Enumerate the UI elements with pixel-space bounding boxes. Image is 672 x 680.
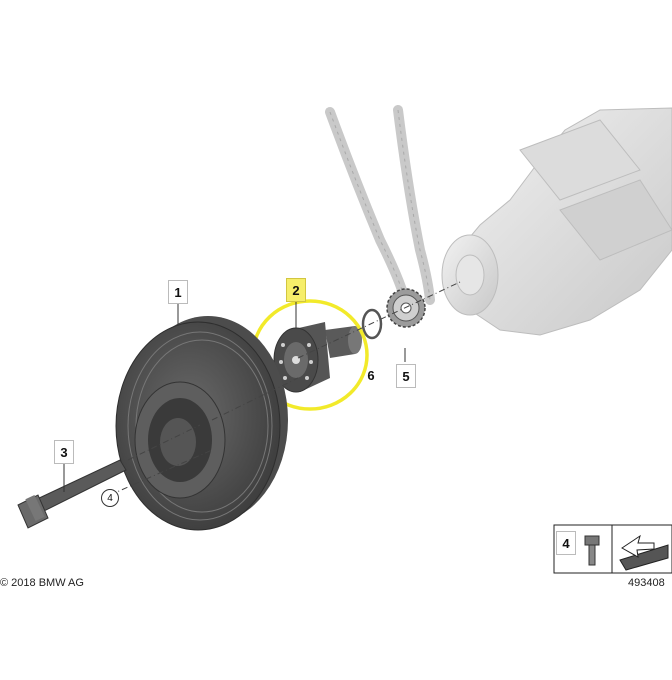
copyright-text: © 2018 BMW AG: [0, 577, 84, 589]
legend-box: [553, 524, 672, 574]
timing-chain: [325, 105, 435, 305]
callout-washer: 6: [367, 367, 375, 383]
callout-damper: 1: [168, 280, 188, 304]
callout-legend: 4: [556, 531, 576, 555]
assembly-axis: [109, 281, 461, 496]
callout-sprocket: 5: [396, 364, 416, 388]
washer: [361, 308, 383, 340]
leader-lines: [63, 300, 406, 492]
legend-bolt-icon: [584, 535, 600, 566]
crankshaft: [441, 107, 672, 336]
vibration-damper: [115, 316, 288, 531]
circled-ref-bolt: 4: [101, 489, 119, 507]
crank-hub: [273, 322, 362, 393]
diagram-id: 493408: [628, 577, 665, 589]
arrow-over-block-icon: [619, 534, 669, 571]
sprocket: [386, 288, 426, 328]
callout-hub: 2: [286, 278, 306, 302]
central-bolt: [17, 459, 127, 529]
callout-bolt: 3: [54, 440, 74, 464]
